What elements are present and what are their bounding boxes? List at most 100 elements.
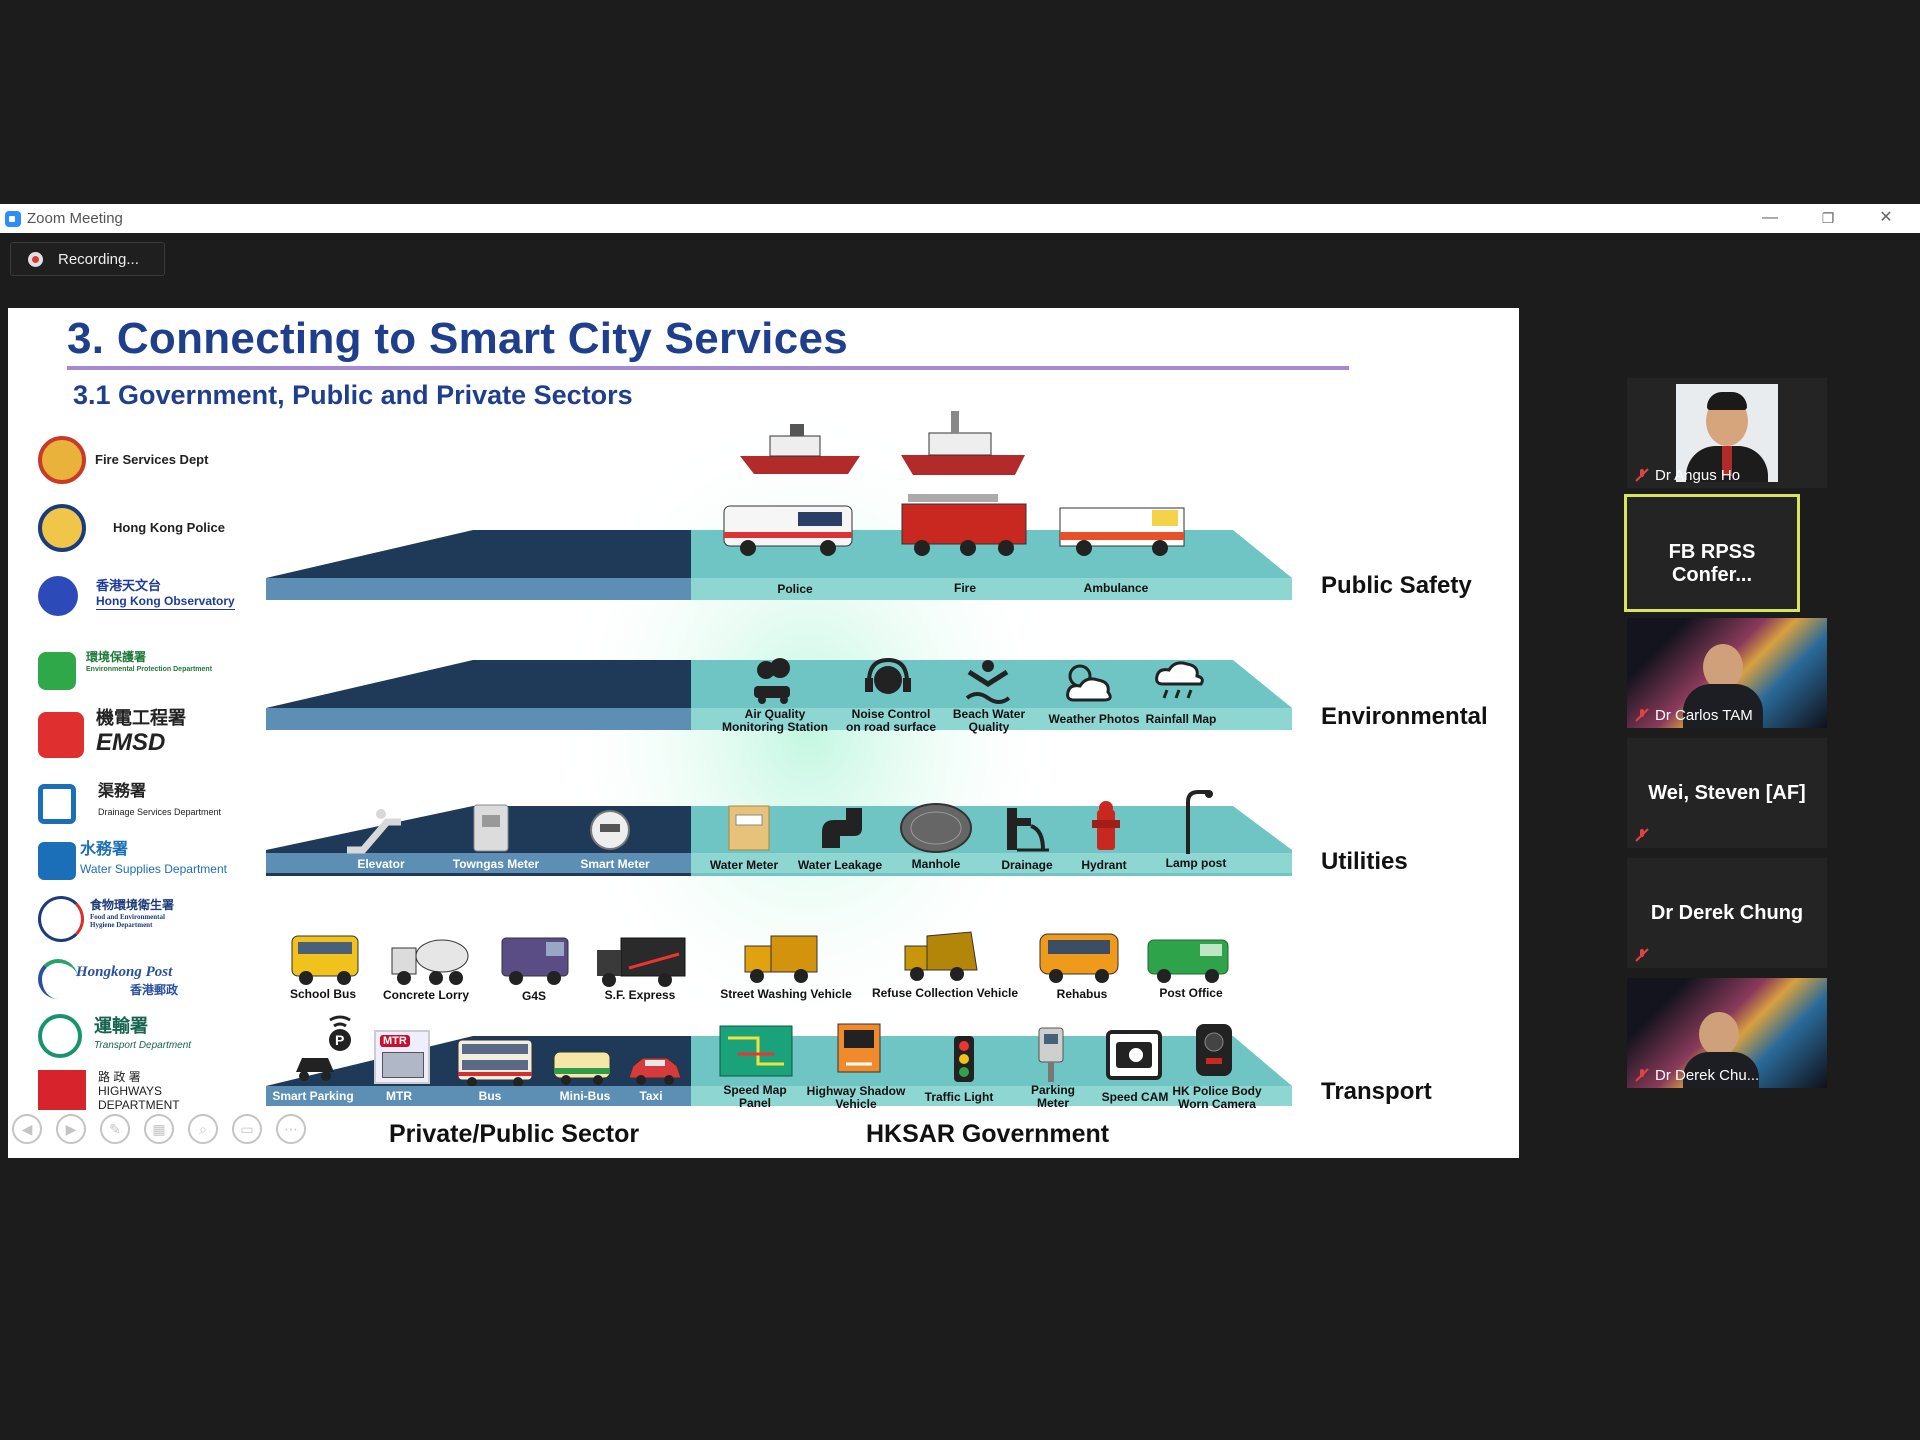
dept-name-zh: 香港天文台 (96, 578, 162, 593)
highway-shadow-vehicle-icon (837, 1023, 881, 1073)
participant-tile[interactable]: Dr Derek Chu... (1627, 978, 1827, 1088)
dept-name-en: Food and Environmental Hygiene Departmen… (90, 913, 165, 929)
slide-subtitle: 3.1 Government, Public and Private Secto… (73, 380, 633, 410)
dept-name-en: Drainage Services Department (98, 807, 222, 817)
zoom-icon[interactable]: ⌕ (188, 1114, 218, 1144)
manhole-icon (900, 803, 972, 853)
wsd-water-icon (38, 842, 76, 880)
participant-name: Dr Carlos TAM (1655, 707, 1753, 724)
minibus-icon (553, 1051, 611, 1085)
minibus-caption: Mini-Bus (559, 1089, 611, 1103)
police-car-icon (723, 505, 853, 556)
towngas-meter-caption: Towngas Meter (452, 857, 540, 871)
dept-name-zh: 路 政 署 (98, 1070, 141, 1084)
participant-tile-active-speaker[interactable]: FB RPSS Confer... (1624, 494, 1800, 612)
g4s-van-icon (501, 937, 569, 985)
street-washing-caption: Street Washing Vehicle (720, 987, 852, 1001)
dept-name-zh: 渠務署 (98, 783, 147, 800)
participant-tile[interactable]: Dr Derek Chung (1627, 858, 1827, 968)
dept-name-zh: 環境保護署 (86, 650, 147, 664)
minimize-button[interactable]: — (1762, 209, 1778, 226)
dept-name-en: Environmental Protection Department (86, 666, 213, 673)
ambulance-caption: Ambulance (1083, 581, 1149, 595)
street-washing-vehicle-icon (744, 935, 818, 983)
g4s-caption: G4S (521, 989, 546, 1003)
prev-slide-icon[interactable]: ◀ (12, 1114, 42, 1144)
participant-name: Dr Angus Ho (1655, 467, 1741, 484)
dept-name-en: Hongkong Post (76, 964, 173, 980)
body-cam-caption: HK Police Body Worn Camera (1172, 1084, 1262, 1111)
fehd-logo: 食物環境衛生署 Food and Environmental Hygiene D… (38, 890, 238, 948)
taxi-icon (628, 1057, 682, 1085)
weather-icon (1066, 664, 1112, 702)
drainage-icon (1007, 808, 1049, 852)
next-slide-icon[interactable]: ▶ (56, 1114, 86, 1144)
traffic-light-caption: Traffic Light (924, 1090, 994, 1104)
pen-icon[interactable]: ✎ (100, 1114, 130, 1144)
dept-name-en: Transport Department (94, 1040, 192, 1051)
speed-camera-icon (1106, 1030, 1162, 1080)
participant-video (1627, 978, 1827, 1088)
fire-services-emblem-icon (38, 436, 86, 484)
rehabus-caption: Rehabus (1056, 987, 1108, 1001)
school-bus-icon (291, 935, 359, 985)
participant-tile[interactable]: Dr Carlos TAM (1627, 618, 1827, 728)
muted-mic-icon (1635, 828, 1649, 842)
more-icon[interactable]: ⋯ (276, 1114, 306, 1144)
participant-tile[interactable]: Wei, Steven [AF] (1627, 738, 1827, 848)
layer-label-environmental: Environmental (1321, 703, 1488, 730)
participant-tile[interactable]: Dr Angus Ho (1627, 378, 1827, 488)
participant-name: Wei, Steven [AF] (1648, 782, 1806, 804)
towngas-meter-icon (473, 804, 509, 852)
sector-label-private-public: Private/Public Sector (389, 1120, 640, 1148)
noise-control-icon (865, 658, 911, 694)
slides-grid-icon[interactable]: ▦ (144, 1114, 174, 1144)
close-button[interactable]: ✕ (1879, 209, 1893, 226)
subtitles-icon[interactable]: ▭ (232, 1114, 262, 1144)
speed-map-panel-caption: Speed Map Panel (723, 1083, 787, 1110)
hydrant-caption: Hydrant (1081, 858, 1127, 872)
shared-screen-slide: 3. Connecting to Smart City Services 3.1… (8, 308, 1519, 1158)
weather-photos-caption: Weather Photos (1048, 712, 1140, 726)
ambulance-icon (1059, 507, 1185, 556)
fireboat-icon (901, 411, 1025, 475)
observatory-swirl-icon (38, 576, 78, 616)
police-emblem-icon (38, 504, 86, 552)
concrete-lorry-icon (391, 939, 469, 985)
dept-name-zh: 水務署 (80, 841, 129, 858)
hyd-icon (38, 1070, 86, 1110)
fire-services-logo: Fire Services Dept (38, 430, 238, 488)
zoom-app-icon (5, 211, 21, 227)
police-caption: Police (777, 582, 813, 596)
recording-indicator[interactable]: Recording... (10, 242, 165, 276)
smart-meter-caption: Smart Meter (580, 857, 650, 871)
rainfall-icon (1155, 661, 1204, 699)
epd-leaf-icon (38, 652, 76, 690)
smart-parking-caption: Smart Parking (272, 1089, 354, 1103)
svg-text:P: P (335, 1032, 344, 1048)
elevator-icon (347, 809, 401, 854)
bus-caption: Bus (478, 1089, 502, 1103)
restore-button[interactable]: ❐ (1821, 210, 1835, 226)
dept-name-zh: 運輸署 (94, 1016, 148, 1036)
dept-name-zh: 食物環境衛生署 (90, 898, 175, 912)
lamp-post-icon (1186, 790, 1213, 854)
parking-meter-icon (1038, 1027, 1064, 1082)
air-quality-icon (754, 658, 790, 704)
participant-name: Dr Derek Chung (1650, 902, 1804, 924)
smart-meter-icon (590, 810, 630, 850)
wsd-logo: 水務署 Water Supplies Department (38, 836, 238, 894)
mtr-train-icon: MTR (374, 1030, 430, 1084)
rainfall-map-caption: Rainfall Map (1145, 712, 1217, 726)
dept-name: Fire Services Dept (95, 452, 209, 467)
hk-police-logo: Hong Kong Police (38, 498, 238, 556)
slide-title: 3. Connecting to Smart City Services (67, 314, 849, 363)
post-office-caption: Post Office (1159, 986, 1223, 1000)
lamp-post-caption: Lamp post (1165, 856, 1227, 870)
window-titlebar: Zoom Meeting — ❐ ✕ (0, 204, 1920, 233)
dept-name-zh: 機電工程署 (96, 708, 186, 728)
police-boat-icon (740, 424, 860, 474)
transport-dept-logo: 運輸署 Transport Department (38, 1008, 238, 1066)
participant-name: FB RPSS Confer... (1668, 541, 1756, 586)
dsd-icon (38, 784, 76, 824)
